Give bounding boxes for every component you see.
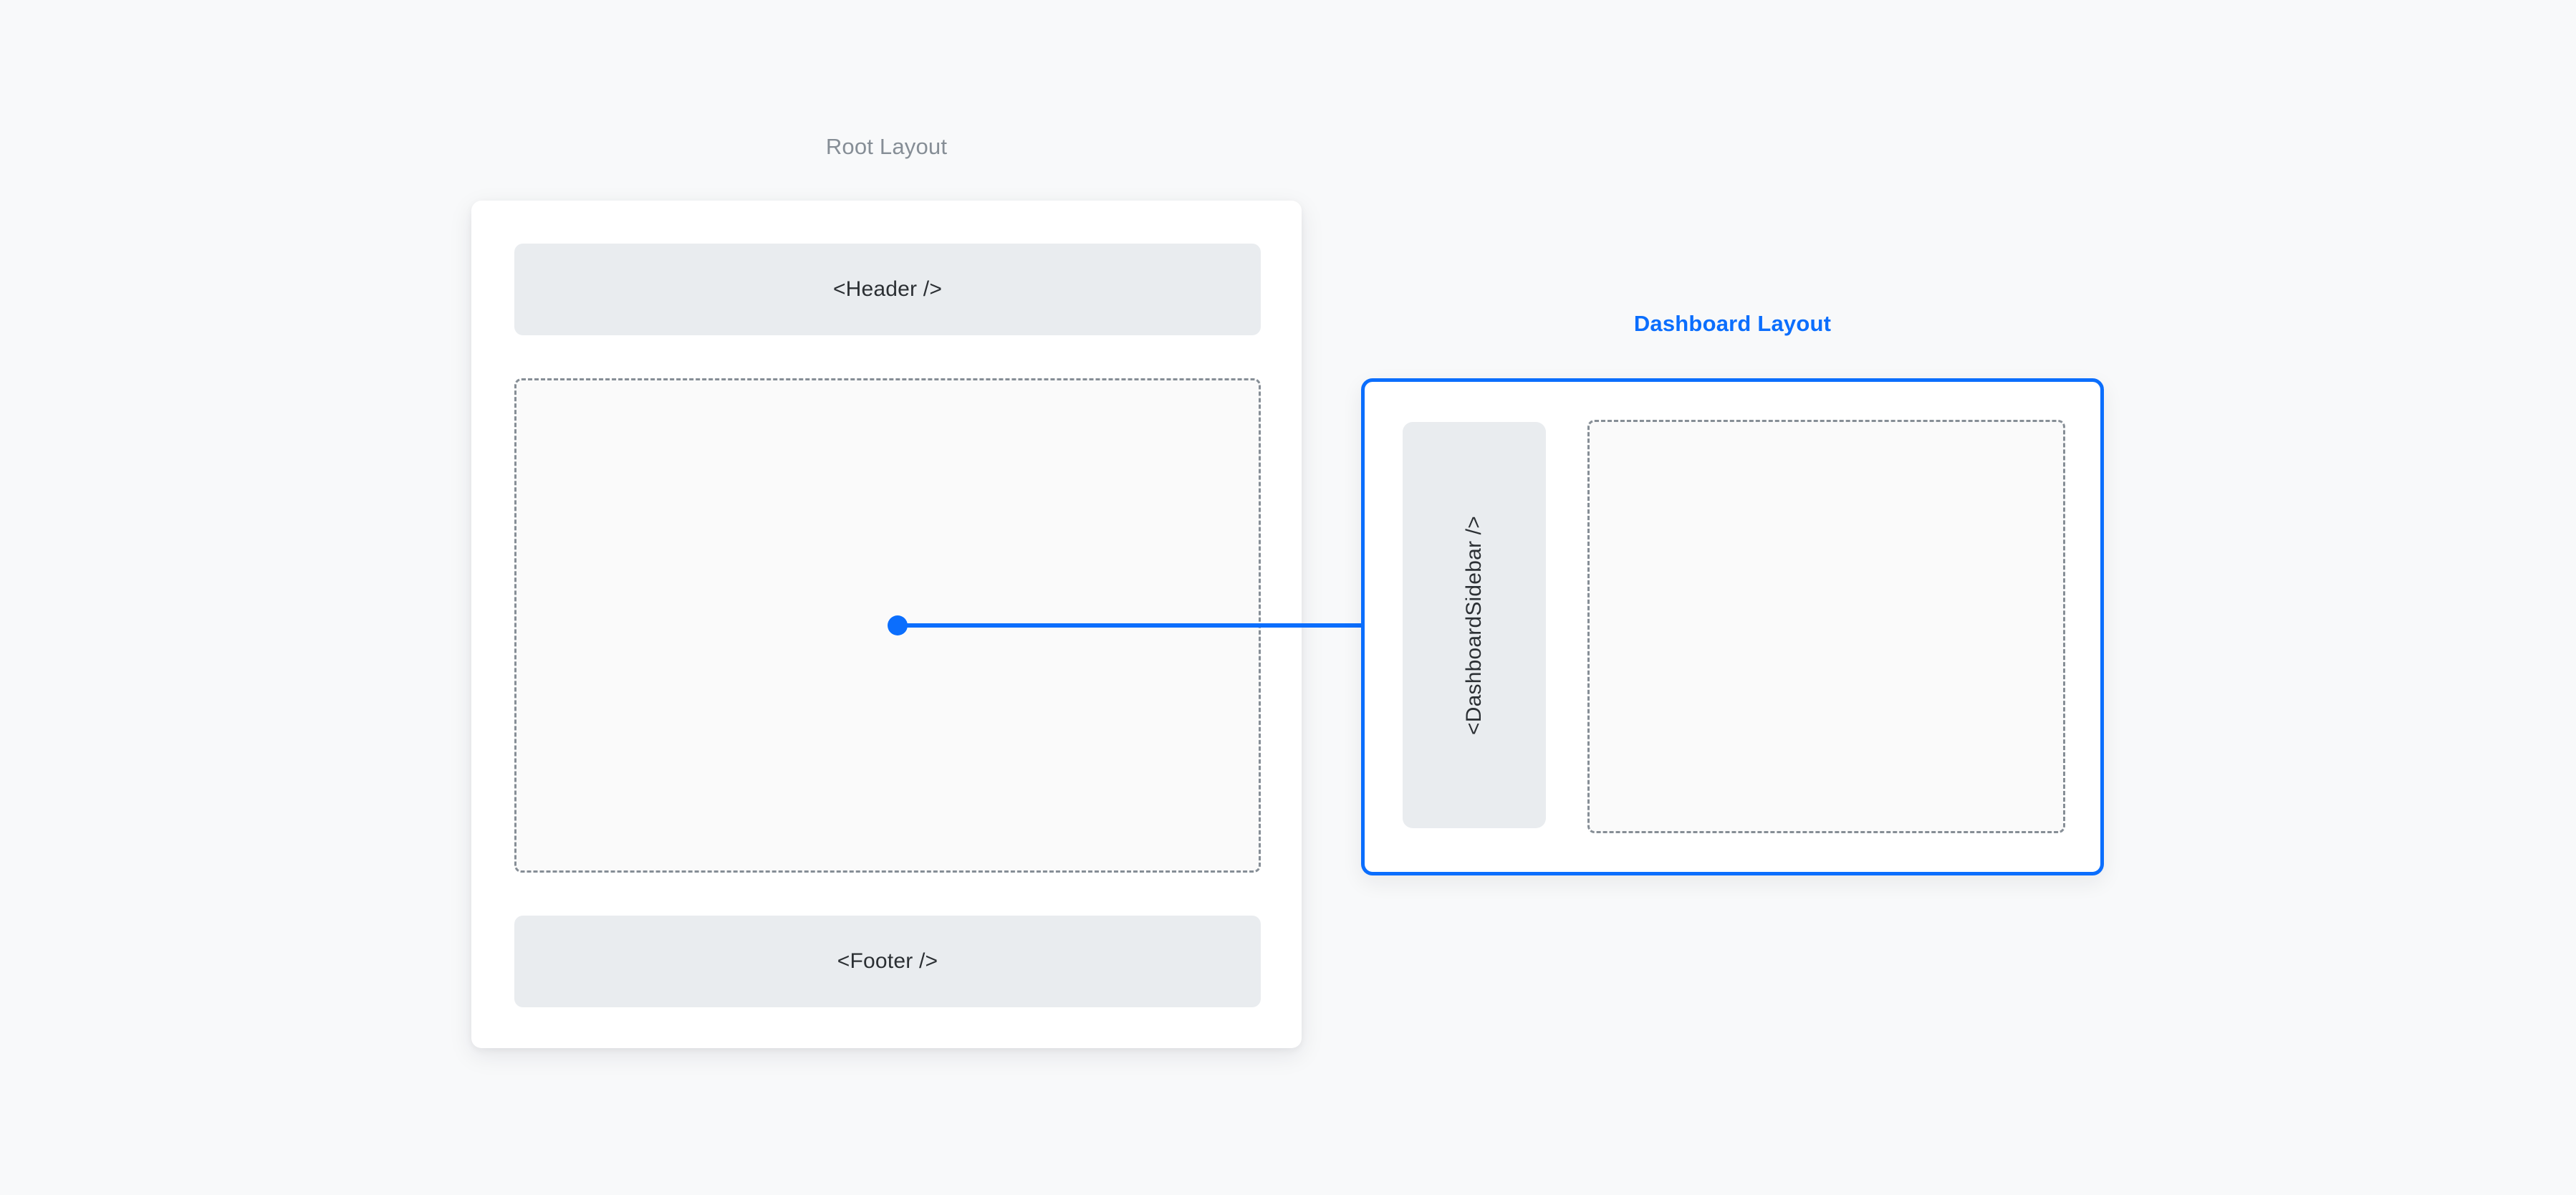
header-slot-label: <Header /> — [832, 277, 943, 301]
dashboard-layout-group: Dashboard Layout <DashboardSidebar /> — [1361, 309, 2104, 875]
root-layout-title: Root Layout — [825, 134, 948, 159]
dashboard-layout-outlet[interactable] — [1587, 420, 2065, 833]
footer-slot-block[interactable]: <Footer /> — [514, 916, 1261, 1007]
connector-dot — [888, 615, 908, 635]
dashboard-sidebar-slot-block[interactable]: <DashboardSidebar /> — [1403, 422, 1546, 828]
dashboard-layout-card[interactable]: <DashboardSidebar /> — [1361, 378, 2104, 875]
header-slot-block[interactable]: <Header /> — [514, 244, 1261, 335]
dashboard-sidebar-slot-label: <DashboardSidebar /> — [1462, 515, 1486, 735]
dashboard-layout-title: Dashboard Layout — [1633, 311, 1832, 336]
connector-line — [898, 623, 1363, 628]
footer-slot-label: <Footer /> — [837, 949, 938, 973]
root-layout-group: Root Layout <Header /> <Footer /> — [471, 133, 1302, 1048]
